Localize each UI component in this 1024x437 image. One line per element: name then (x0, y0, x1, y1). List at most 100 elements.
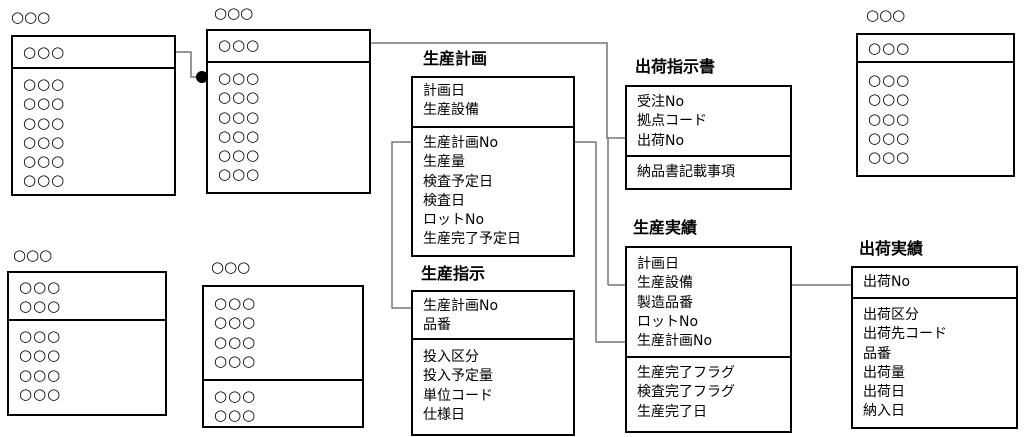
attr-section: 納品書記載事項 (627, 163, 790, 182)
attr: ○○○ (23, 75, 66, 93)
key-section: 計画日 生産設備 製造品番 ロットNo 生産計画No (627, 248, 790, 358)
attr: 生産完了日 (637, 403, 707, 420)
entity-e2[interactable]: ○○○ ○○○ ○○○ ○○○ ○○○ ○○○ ○○○ ○○○ (206, 4, 371, 194)
entity-title: ○○○ (214, 4, 254, 22)
key-attr: 計画日 (637, 256, 679, 272)
attr-section: 生産完了フラグ 検査完了フラグ 生産完了日 (627, 364, 790, 422)
attr: ○○○ (868, 128, 911, 147)
attr: ○○○ (19, 365, 62, 384)
attr: ○○○ (218, 126, 261, 145)
key-attr: 生産設備 (637, 275, 693, 292)
attr-section: 投入区分 投入予定量 単位コード 仕様日 (413, 348, 573, 425)
attr: 検査完了フラグ (637, 384, 735, 401)
attr-section: ○○○ ○○○ ○○○ ○○○ ○○○ ○○○ (13, 75, 174, 191)
key-section: ○○○ (858, 35, 1013, 63)
key-attr: 生産計画No (637, 333, 713, 350)
key-section: ○○○ ○○○ ○○○ ○○○ (204, 287, 362, 381)
entity-box: ○○○ ○○○ ○○○ ○○○ ○○○ ○○○ (856, 33, 1015, 177)
attr-section: ○○○ ○○○ ○○○ ○○○ ○○○ (858, 71, 1013, 167)
attr: ○○○ (214, 406, 257, 425)
entity-title: ○○○ (13, 246, 53, 264)
attr: 出荷量 (863, 364, 905, 381)
entity-box: ○○○ ○○○ ○○○ ○○○ ○○○ ○○○ ○○○ (11, 35, 176, 196)
key-attr: ロットNo (637, 313, 699, 330)
entity-title: ○○○ (11, 8, 51, 26)
entity-e4[interactable]: ○○○ ○○○ ○○○ ○○○ ○○○ ○○○ ○○○ (202, 258, 364, 428)
key-attr: ○○○ (23, 43, 66, 61)
key-section: 生産計画No 品番 (413, 292, 573, 340)
entity-box: 計画日 生産設備 製造品番 ロットNo 生産計画No 生産完了フラグ 検査完了フ… (625, 246, 792, 433)
entity-box: 出荷No 出荷区分 出荷先コード 品番 出荷量 出荷日 納入日 (851, 266, 1018, 429)
entity-seisan-jisseki[interactable]: 生産実績 計画日 生産設備 製造品番 ロットNo 生産計画No 生産完了フラグ … (625, 219, 792, 433)
entity-title: 生産指示 (421, 264, 486, 283)
attr-section: 生産計画No 生産量 検査予定日 検査日 ロットNo 生産完了予定日 (413, 134, 573, 250)
attr: 単位コード (423, 387, 493, 404)
rel-keikaku-shiji (391, 141, 411, 309)
key-attr: 生産設備 (423, 102, 479, 119)
attr: ロットNo (423, 212, 485, 229)
key-attr: ○○○ (214, 351, 257, 370)
attr: ○○○ (868, 109, 911, 128)
key-attr: 生産計画No (423, 298, 499, 314)
key-attr: ○○○ (218, 36, 261, 54)
attr: 生産完了フラグ (637, 365, 735, 381)
entity-box: 受注No 拠点コード 出荷No 納品書記載事項 (625, 85, 792, 190)
attr: 検査予定日 (423, 173, 493, 190)
entity-shukka-jisseki[interactable]: 出荷実績 出荷No 出荷区分 出荷先コード 品番 出荷量 出荷日 納入日 (851, 240, 1018, 429)
entity-box: 生産計画No 品番 投入区分 投入予定量 単位コード 仕様日 (411, 290, 575, 436)
attr: ○○○ (19, 384, 62, 403)
key-attr: 受注No (637, 94, 685, 110)
attr: ○○○ (218, 165, 261, 184)
key-attr: ○○○ (19, 297, 62, 316)
attr: 出荷区分 (863, 307, 919, 323)
entity-seisan-keikaku[interactable]: 生産計画 計画日 生産設備 生産計画No 生産量 検査予定日 検査日 ロットNo… (411, 50, 575, 257)
key-attr: 拠点コード (637, 113, 707, 130)
key-section: ○○○ (13, 37, 174, 69)
entity-e1[interactable]: ○○○ ○○○ ○○○ ○○○ ○○○ ○○○ ○○○ ○○○ (11, 8, 176, 196)
entity-title: 生産計画 (423, 49, 488, 68)
attr: ○○○ (23, 132, 66, 151)
entity-title: 出荷指示書 (635, 57, 716, 76)
entity-box: ○○○ ○○○ ○○○ ○○○ ○○○ ○○○ ○○○ (206, 29, 371, 194)
key-attr: 出荷No (637, 132, 685, 149)
key-attr: ○○○ (868, 39, 911, 57)
key-section: ○○○ (208, 31, 369, 63)
attr: ○○○ (19, 327, 62, 345)
attr: 投入予定量 (423, 368, 493, 385)
relationship-dot (196, 71, 208, 83)
key-section: 出荷No (853, 268, 1016, 299)
attr: ○○○ (23, 94, 66, 113)
attr: ○○○ (23, 152, 66, 171)
attr: ○○○ (23, 171, 66, 190)
attr-section: ○○○ ○○○ ○○○ ○○○ (9, 327, 165, 404)
key-section: 計画日 生産設備 (413, 78, 573, 128)
attr: 生産完了予定日 (423, 231, 521, 248)
attr: ○○○ (868, 148, 911, 167)
entity-e3[interactable]: ○○○ ○○○ ○○○ ○○○ ○○○ ○○○ ○○○ (7, 246, 167, 416)
entity-title: 生産実績 (633, 218, 698, 237)
key-attr: 出荷No (863, 274, 911, 290)
entity-box: ○○○ ○○○ ○○○ ○○○ ○○○ ○○○ (7, 271, 167, 416)
key-section: 受注No 拠点コード 出荷No (627, 87, 790, 157)
entity-e5[interactable]: ○○○ ○○○ ○○○ ○○○ ○○○ ○○○ ○○○ (856, 6, 1015, 177)
entity-title: 出荷実績 (859, 239, 924, 258)
attr-section: 出荷区分 出荷先コード 品番 出荷量 出荷日 納入日 (853, 306, 1016, 422)
attr: 品番 (863, 345, 891, 362)
attr: 納入日 (863, 403, 905, 420)
attr: ○○○ (218, 88, 261, 107)
attr: ○○○ (218, 146, 261, 165)
key-attr: ○○○ (214, 294, 257, 312)
key-section: ○○○ ○○○ (9, 273, 165, 321)
entity-box: ○○○ ○○○ ○○○ ○○○ ○○○ ○○○ (202, 285, 364, 428)
attr: ○○○ (868, 90, 911, 109)
entity-title: ○○○ (211, 258, 251, 276)
attr: ○○○ (218, 107, 261, 126)
attr: 納品書記載事項 (637, 164, 735, 180)
key-attr: 製造品番 (637, 294, 693, 311)
key-attr: 品番 (423, 317, 451, 334)
entity-shukka-shijisho[interactable]: 出荷指示書 受注No 拠点コード 出荷No 納品書記載事項 (625, 58, 792, 190)
entity-seisan-shiji[interactable]: 生産指示 生産計画No 品番 投入区分 投入予定量 単位コード 仕様日 (411, 265, 575, 436)
entity-box: 計画日 生産設備 生産計画No 生産量 検査予定日 検査日 ロットNo 生産完了… (411, 76, 575, 257)
rel-e2-shukka-shijisho (369, 42, 625, 139)
key-attr: ○○○ (214, 332, 257, 351)
